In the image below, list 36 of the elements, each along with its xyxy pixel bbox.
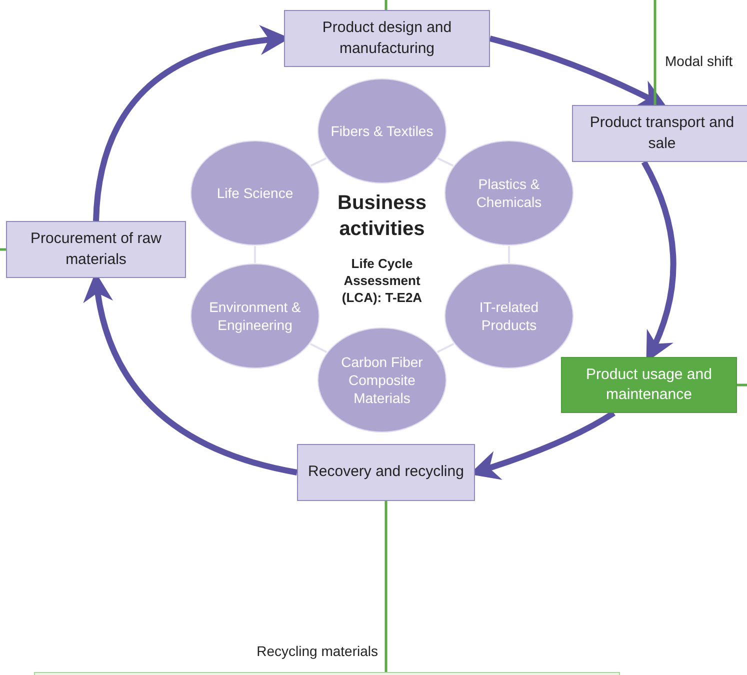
connector-line	[737, 384, 747, 386]
node-label: IT-related Products	[478, 298, 540, 334]
business-ellipse	[190, 263, 320, 369]
connector-line	[384, 501, 388, 672]
node-label: Product transport and sale	[588, 113, 736, 154]
node-label: Life Science	[216, 184, 294, 202]
node-label: Carbon Fiber Composite Materials	[340, 352, 424, 408]
connector-line	[384, 0, 388, 10]
link-line	[436, 342, 454, 354]
node-label: Product design and manufacturing	[321, 18, 453, 58]
link-line	[310, 157, 327, 167]
business-ellipse	[190, 140, 320, 246]
process-box	[572, 105, 747, 162]
link-line	[437, 157, 454, 167]
business-ellipse	[444, 263, 574, 369]
node-label: Fibers & Textiles	[330, 122, 434, 140]
business-ellipse	[444, 140, 574, 246]
node-label: Environment & Engineering	[208, 298, 302, 334]
edge-label: Recycling materials	[256, 642, 378, 660]
node-label: Recovery and recycling	[307, 462, 465, 482]
business-ellipse	[317, 327, 447, 433]
center-subtitle: Life Cycle Assessment (LCA): T-E2A	[340, 256, 424, 307]
business-ellipse	[317, 78, 447, 184]
process-box	[297, 444, 475, 501]
node-label: Product usage and maintenance	[585, 364, 713, 405]
link-line	[310, 342, 328, 354]
center-title: Business activities	[336, 191, 428, 242]
process-box	[284, 10, 490, 67]
edge-label: Modal shift	[665, 52, 734, 70]
connector-line	[489, 36, 668, 108]
node-label: Procurement of raw materials	[30, 229, 162, 270]
node-label: Plastics & Chemicals	[475, 174, 543, 212]
process-box	[6, 221, 186, 278]
process-box	[561, 357, 737, 413]
connector-line	[654, 0, 656, 105]
connector-line	[0, 248, 6, 251]
